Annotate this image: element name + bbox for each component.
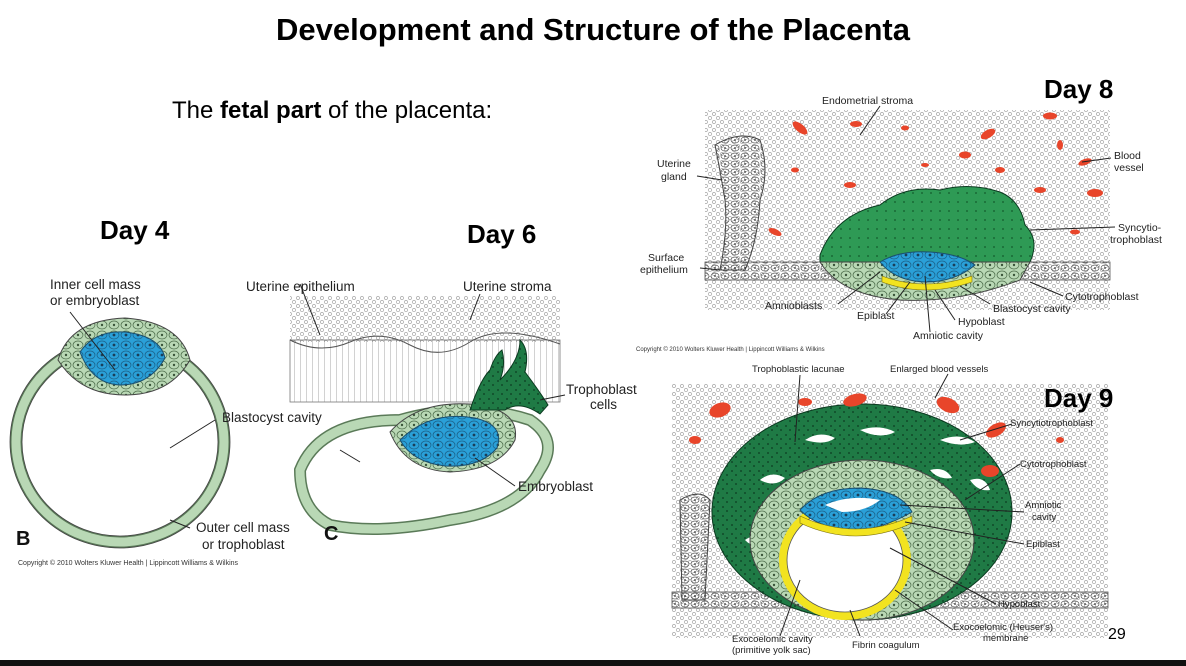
label-embryoblast-d6: Embryoblast (518, 479, 594, 494)
label-blastocyst-cavity-d4: Blastocyst cavity (222, 410, 322, 425)
label-fibrin-coagulum: Fibrin coagulum (852, 640, 920, 651)
label-uterine-epithelium: Uterine epithelium (246, 279, 355, 294)
label-syncytio-1: Syncytio- (1118, 222, 1162, 234)
label-trophoblast-cells-1: Trophoblast (566, 382, 637, 397)
label-exocoelomic-membrane-2: membrane (983, 633, 1029, 644)
label-uterine-gland-2: gland (661, 171, 687, 183)
label-endometrial-stroma: Endometrial stroma (822, 95, 914, 107)
day9-label: Day 9 (1044, 383, 1114, 413)
label-trophoblastic-lacunae: Trophoblastic lacunae (752, 364, 845, 375)
label-amniotic-d9-1: Amniotic (1025, 500, 1062, 511)
label-uterine-gland-1: Uterine (657, 158, 691, 170)
label-cytotrophoblast-d9: Cytotrophoblast (1020, 459, 1087, 470)
bottom-bar (0, 660, 1186, 666)
label-exocoelomic-cavity-1: Exocoelomic cavity (732, 634, 813, 645)
label-amniotic-d9-2: cavity (1032, 512, 1057, 523)
label-uterine-stroma: Uterine stroma (463, 279, 552, 294)
label-exocoelomic-membrane-1: Exocoelomic (Heuser's) (953, 622, 1054, 633)
day4-blastocyst (9, 311, 231, 549)
label-embryoblast-d4: or embryoblast (50, 293, 140, 308)
page-number: 29 (1108, 626, 1126, 643)
label-exocoelomic-cavity-2: (primitive yolk sac) (732, 645, 811, 656)
label-amniotic-cavity-d8: Amniotic cavity (913, 330, 984, 342)
label-trophoblast-cells-2: cells (590, 397, 618, 412)
label-epiblast-d8: Epiblast (857, 310, 895, 322)
copyright-day8: Copyright © 2010 Wolters Kluwer Health |… (636, 347, 825, 353)
label-epiblast-d9: Epiblast (1026, 539, 1060, 550)
day6-implantation (289, 283, 566, 535)
copyright-left: Copyright © 2010 Wolters Kluwer Health |… (18, 560, 239, 567)
label-blood-vessel-1: Blood (1114, 150, 1141, 162)
day9-implantation (671, 373, 1109, 638)
label-blastocyst-cavity-d8: Blastocyst cavity (993, 303, 1071, 315)
label-trophoblast-d4: or trophoblast (202, 537, 285, 552)
label-blood-vessel-2: vessel (1114, 162, 1144, 174)
page-title: Development and Structure of the Placent… (276, 12, 910, 47)
label-hypoblast-d8: Hypoblast (958, 316, 1005, 328)
day8-label: Day 8 (1044, 74, 1114, 104)
label-hypoblast-d9: Hypoblast (998, 599, 1041, 610)
label-cytotrophoblast-d8: Cytotrophoblast (1065, 291, 1139, 303)
subtitle: The fetal part of the placenta: (172, 97, 493, 124)
label-surface-epi-2: epithelium (640, 264, 688, 276)
label-inner-cell-mass: Inner cell mass (50, 277, 141, 292)
label-enlarged-vessels: Enlarged blood vessels (890, 364, 989, 375)
label-syncytio-2: trophoblast (1110, 234, 1162, 246)
day6-label: Day 6 (467, 219, 537, 249)
panel-c-label: C (324, 523, 339, 545)
label-syncytiotrophoblast-d9: Syncytiotrophoblast (1010, 418, 1093, 429)
day4-label: Day 4 (100, 215, 170, 245)
day8-implantation (696, 105, 1116, 333)
label-outer-cell-mass: Outer cell mass (196, 520, 290, 535)
label-amnioblasts: Amnioblasts (765, 300, 823, 312)
label-surface-epi-1: Surface (648, 252, 685, 264)
panel-b-label: B (16, 528, 31, 550)
